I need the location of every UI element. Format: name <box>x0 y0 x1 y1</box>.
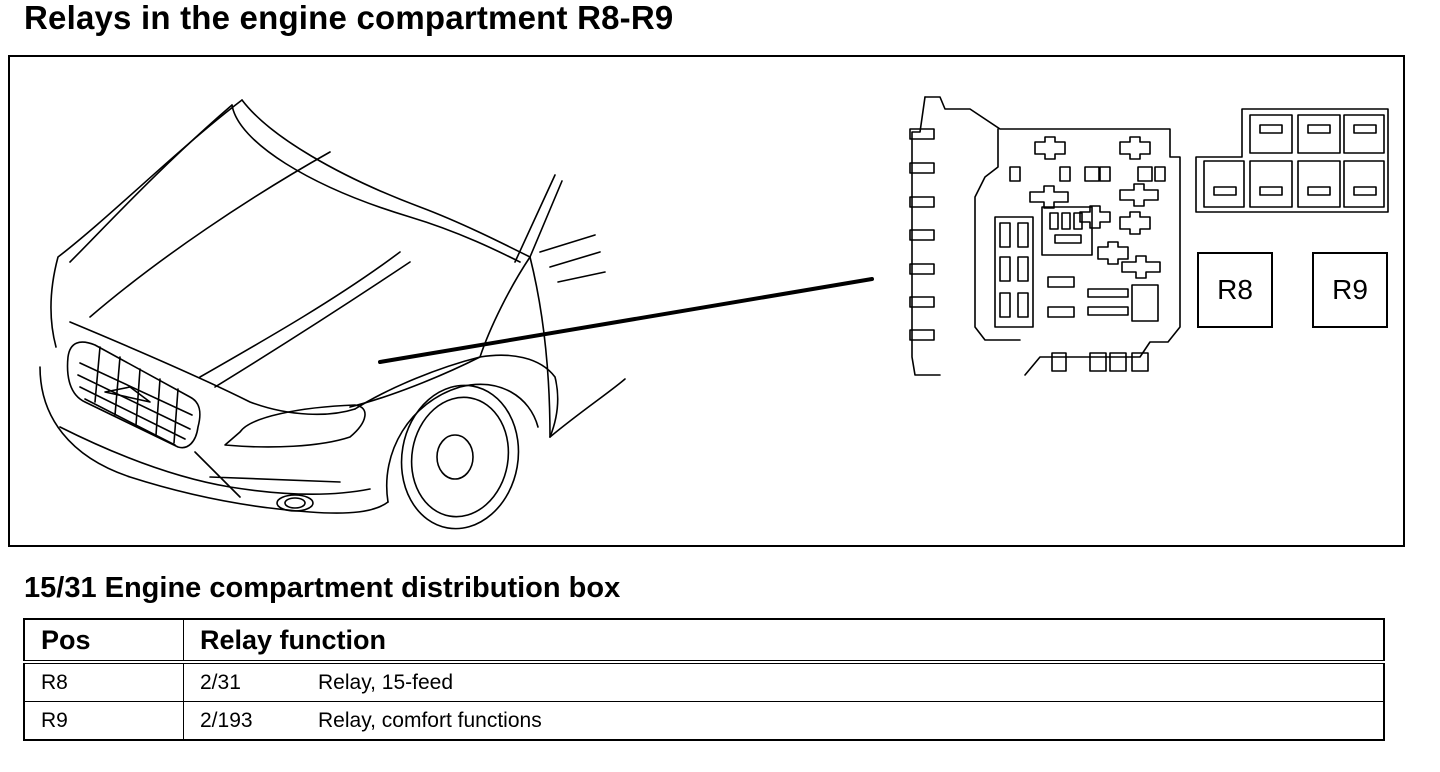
car-drawing <box>39 99 874 530</box>
header-relay-function: Relay function <box>183 619 1385 664</box>
row-code: 2/31 <box>200 670 241 694</box>
relay-table: Pos Relay function R8 2/31 Relay, 15-feed… <box>23 618 1385 741</box>
row-pos: R9 <box>23 701 184 741</box>
car-and-fusebox-illustration <box>39 96 1389 530</box>
section-title: 15/31 Engine compartment distribution bo… <box>24 572 621 604</box>
distribution-box-drawing <box>909 96 1181 376</box>
table-row: R8 2/31 Relay, 15-feed <box>23 662 1385 702</box>
relay-r9-label-box: R9 <box>1312 252 1388 328</box>
row-function: 2/193 Relay, comfort functions <box>183 701 1385 741</box>
row-description: Relay, 15-feed <box>318 670 454 694</box>
row-code: 2/193 <box>200 708 253 732</box>
row-description: Relay, comfort functions <box>318 708 542 732</box>
row-pos: R8 <box>23 662 184 702</box>
illustration-frame: R8 R9 <box>8 55 1405 547</box>
table-header-row: Pos Relay function <box>23 619 1385 664</box>
page-title: Relays in the engine compartment R8-R9 <box>24 0 674 36</box>
relay-r8-label: R8 <box>1217 274 1253 305</box>
table-row: R9 2/193 Relay, comfort functions <box>23 701 1385 741</box>
relay-r8-label-box: R8 <box>1197 252 1273 328</box>
header-pos: Pos <box>23 619 184 664</box>
relay-r9-label: R9 <box>1332 274 1368 305</box>
relay-block-drawing <box>1195 108 1389 213</box>
row-function: 2/31 Relay, 15-feed <box>183 662 1385 702</box>
